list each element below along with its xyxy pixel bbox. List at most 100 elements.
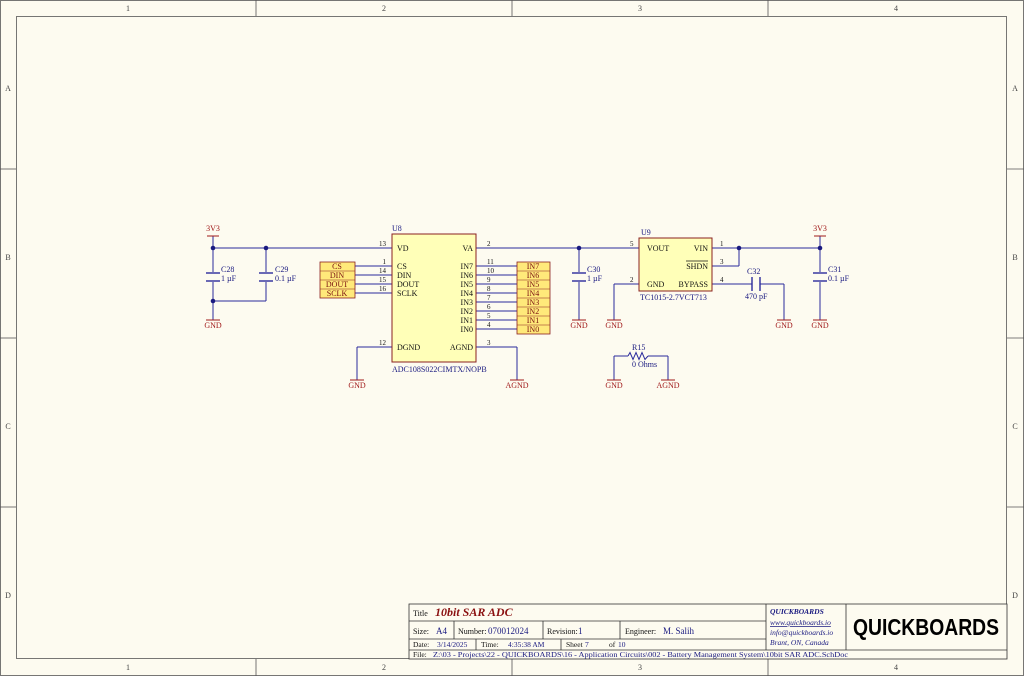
time-value: 4:35:38 AM — [508, 640, 545, 649]
col-label-1: 1 — [126, 4, 130, 13]
u9-pinnum-5: 5 — [630, 240, 634, 248]
u8-pinnum-12: 12 — [379, 339, 387, 347]
company-website[interactable]: www.quickboards.io — [770, 618, 831, 627]
c31-value: 0.1 µF — [828, 274, 850, 283]
company-email[interactable]: info@quickboards.io — [770, 628, 833, 637]
u8-pin-dout: DOUT — [397, 280, 419, 289]
gnd-label-r15: GND — [605, 381, 623, 390]
sheet-value: 7 — [585, 640, 589, 649]
gnd-label-u9: GND — [605, 321, 623, 330]
r15-resistor: R15 0 Ohms — [627, 343, 657, 369]
u8-pin-sclk: SCLK — [397, 289, 418, 298]
u8-pin-va: VA — [462, 244, 473, 253]
col-label-3-bottom: 3 — [638, 663, 642, 672]
u8-pinnum-3: 3 — [487, 339, 491, 347]
u8-pinnum-9: 9 — [487, 276, 491, 284]
u9-value: TC1015-2.7VCT713 — [640, 293, 707, 302]
col-label-3: 3 — [638, 4, 642, 13]
port-cs[interactable]: CS — [332, 262, 342, 271]
port-in7[interactable]: IN7 — [527, 262, 539, 271]
row-label-a: A — [5, 84, 11, 93]
r15-value: 0 Ohms — [632, 360, 657, 369]
c29-value: 0.1 µF — [275, 274, 297, 283]
u8-pin-in6: IN6 — [461, 271, 473, 280]
u9-pin-vout: VOUT — [647, 244, 669, 253]
engineer-label: Engineer: — [625, 627, 656, 636]
u8-pin-in0: IN0 — [461, 325, 473, 334]
row-label-c: C — [5, 422, 10, 431]
size-label: Size: — [413, 627, 429, 636]
gnd-label-c32: GND — [775, 321, 793, 330]
port-in1[interactable]: IN1 — [527, 316, 539, 325]
port-in3[interactable]: IN3 — [527, 298, 539, 307]
u8-pinnum-5: 5 — [487, 312, 491, 320]
title-block: Title 10bit SAR ADC Size: A4 Number: 070… — [408, 603, 1008, 660]
size-value: A4 — [436, 626, 447, 636]
agnd-label-u8: AGND — [505, 381, 528, 390]
c31-ref: C31 — [828, 265, 841, 274]
gnd-label-c28: GND — [204, 321, 222, 330]
port-sclk[interactable]: SCLK — [327, 289, 348, 298]
port-in2[interactable]: IN2 — [527, 307, 539, 316]
u9-pinnum-4: 4 — [720, 276, 724, 284]
u8-pin-in2: IN2 — [461, 307, 473, 316]
power-symbols — [206, 235, 827, 381]
revision-value: 1 — [578, 626, 583, 636]
u8-pinnum-15: 15 — [379, 276, 387, 284]
capacitors — [206, 272, 827, 291]
u9-pinnum-1: 1 — [720, 240, 724, 248]
row-label-d: D — [5, 591, 11, 600]
u8-pinnum-2: 2 — [487, 240, 491, 248]
number-value: 070012024 — [488, 626, 529, 636]
wires — [212, 236, 821, 380]
port-in4[interactable]: IN4 — [527, 289, 539, 298]
col-label-2: 2 — [382, 4, 386, 13]
engineer-value: M. Salih — [663, 626, 695, 636]
u8-ref: U8 — [392, 224, 402, 233]
file-label: File: — [413, 650, 427, 659]
c28-ref: C28 — [221, 265, 234, 274]
u8-pinnum-11: 11 — [487, 258, 494, 266]
date-label: Date: — [413, 640, 429, 649]
of-value: 10 — [618, 640, 626, 649]
u8-pinnum-16: 16 — [379, 285, 387, 293]
u8-pinnum-1: 1 — [383, 258, 387, 266]
agnd-label-r15: AGND — [656, 381, 679, 390]
u8-value: ADC108S022CIMTX/NOPB — [392, 365, 487, 374]
junctions — [210, 245, 823, 304]
capacitor-labels: C28 1 µF C29 0.1 µF C30 1 µF C31 0.1 µF … — [221, 265, 850, 301]
ports-left: CS DIN DOUT SCLK — [319, 261, 356, 299]
port-dout[interactable]: DOUT — [326, 280, 348, 289]
u8-pin-cs: CS — [397, 262, 407, 271]
row-label-b: B — [5, 253, 10, 262]
col-label-4: 4 — [894, 4, 898, 13]
row-label-a-right: A — [1012, 84, 1018, 93]
u9-ref: U9 — [641, 228, 651, 237]
of-label: of — [609, 640, 616, 649]
time-label: Time: — [481, 640, 499, 649]
file-path: Z:\03 - Projects\22 - QUICKBOARDS\16 - A… — [433, 651, 848, 659]
quickboards-logo: QUICKBOARDS — [853, 614, 999, 640]
revision-label: Revision: — [547, 627, 578, 636]
u8-pinnum-7: 7 — [487, 294, 491, 302]
sheet-title: 10bit SAR ADC — [435, 605, 514, 619]
u8-pinnum-8: 8 — [487, 285, 491, 293]
port-in0[interactable]: IN0 — [527, 325, 539, 334]
port-in6[interactable]: IN6 — [527, 271, 539, 280]
c29-ref: C29 — [275, 265, 288, 274]
sheet-label: Sheet — [566, 640, 584, 649]
u9-pin-vin: VIN — [694, 244, 708, 253]
u8-pinnum-6: 6 — [487, 303, 491, 311]
u8-pin-vd: VD — [397, 244, 409, 253]
u8-adc: U8 ADC108S022CIMTX/NOPB VD CS DIN DOUT S… — [379, 224, 495, 374]
number-label: Number: — [458, 627, 486, 636]
title-label: Title — [413, 609, 428, 618]
u9-regulator: U9 TC1015-2.7VCT713 VOUT GND VIN SHDN BY… — [630, 228, 724, 302]
u8-pin-dgnd: DGND — [397, 343, 420, 352]
row-label-b-right: B — [1012, 253, 1017, 262]
gnd-label-c30: GND — [570, 321, 588, 330]
port-din[interactable]: DIN — [330, 271, 344, 280]
port-in5[interactable]: IN5 — [527, 280, 539, 289]
r15-ref: R15 — [632, 343, 645, 352]
